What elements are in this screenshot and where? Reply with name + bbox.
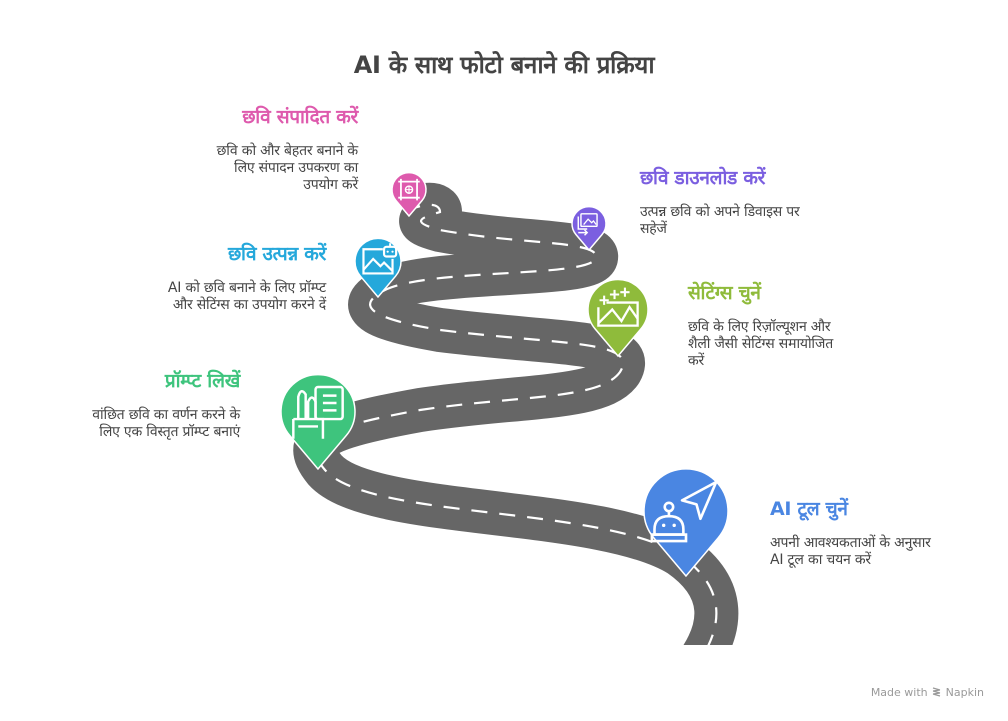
desc-line: अपनी आवश्यकताओं के अनुसार	[770, 535, 931, 551]
step-settings-description: छवि के लिए रिज़ॉल्यूशन और शैली जैसी सेटि…	[688, 319, 908, 370]
desc-line: लिए एक विस्तृत प्रॉम्प्ट बनाएं	[99, 424, 240, 440]
napkin-logo-icon	[932, 687, 940, 697]
step-prompt-description: वांछित छवि का वर्णन करने के लिए एक विस्त…	[20, 407, 240, 441]
step-generate: छवि उत्पन्न करें AI को छवि बनाने के लिए …	[86, 242, 326, 314]
pin-prompt	[280, 373, 356, 471]
step-download-description: उत्पन्न छवि को अपने डिवाइस पर सहेजें	[640, 204, 880, 238]
step-edit-title: छवि संपादित करें	[242, 106, 358, 128]
desc-line: और सेटिंग्स का उपयोग करने दें	[172, 297, 326, 313]
road-center-dashes	[314, 203, 718, 645]
step-settings-title: सेटिंग्स चुनें	[688, 282, 761, 304]
made-with-label: Made with	[870, 686, 928, 699]
pin-generate-marker	[354, 237, 402, 299]
step-download: छवि डाउनलोड करें उत्पन्न छवि को अपने डिव…	[640, 166, 880, 238]
step-edit: छवि संपादित करें छवि को और बेहतर बनाने क…	[138, 105, 359, 194]
desc-line: लिए संपादन उपकरण का	[233, 160, 358, 176]
pin-tool-marker	[643, 468, 729, 578]
robot-cursor-icon	[650, 480, 718, 543]
page-title: AI के साथ फोटो बनाने की प्रक्रिया	[353, 51, 655, 79]
step-tool: AI टूल चुनें अपनी आवश्यकताओं के अनुसार A…	[770, 497, 990, 569]
image-export-icon	[577, 213, 598, 236]
desc-line: उपयोग करें	[303, 177, 358, 193]
pin-edit-marker	[391, 171, 427, 218]
footer-attribution: Made with Napkin	[871, 686, 984, 699]
desc-line: वांछित छवि का वर्णन करने के	[92, 407, 240, 423]
step-edit-description: छवि को और बेहतर बनाने के लिए संपादन उपकर…	[138, 143, 359, 194]
desc-line: AI टूल का चयन करें	[770, 552, 871, 568]
pin-download	[571, 205, 607, 252]
desc-line: शैली जैसी सेटिंग्स समायोजित	[688, 336, 834, 352]
pin-tool	[643, 468, 729, 578]
desc-line: छवि के लिए रिज़ॉल्यूशन और	[688, 319, 831, 335]
step-prompt-title: प्रॉम्प्ट लिखें	[164, 370, 240, 392]
prompt-document-icon	[292, 385, 344, 439]
desc-line: छवि को और बेहतर बनाने के	[216, 143, 359, 159]
step-download-title: छवि डाउनलोड करें	[640, 167, 766, 189]
step-generate-description: AI को छवि बनाने के लिए प्रॉम्प्ट और सेटि…	[86, 280, 326, 314]
sparkle-image-icon	[597, 287, 639, 327]
crop-frame-icon	[398, 178, 420, 201]
step-tool-description: अपनी आवश्यकताओं के अनुसार AI टूल का चयन …	[770, 535, 990, 569]
desc-line: AI को छवि बनाने के लिए प्रॉम्प्ट	[167, 280, 326, 296]
pin-generate	[354, 237, 402, 299]
step-settings: सेटिंग्स चुनें छवि के लिए रिज़ॉल्यूशन और…	[688, 281, 908, 370]
step-prompt: प्रॉम्प्ट लिखें वांछित छवि का वर्णन करने…	[20, 369, 240, 441]
pin-edit	[391, 171, 427, 218]
step-generate-title: छवि उत्पन्न करें	[228, 243, 326, 265]
desc-line: करें	[688, 353, 705, 369]
ai-image-icon	[362, 243, 398, 275]
desc-line: उत्पन्न छवि को अपने डिवाइस पर	[640, 204, 800, 220]
napkin-brand: Napkin	[945, 686, 984, 699]
step-tool-title: AI टूल चुनें	[770, 498, 848, 520]
pin-settings	[587, 278, 649, 358]
desc-line: सहेजें	[640, 221, 667, 237]
pin-prompt-marker	[280, 373, 356, 471]
